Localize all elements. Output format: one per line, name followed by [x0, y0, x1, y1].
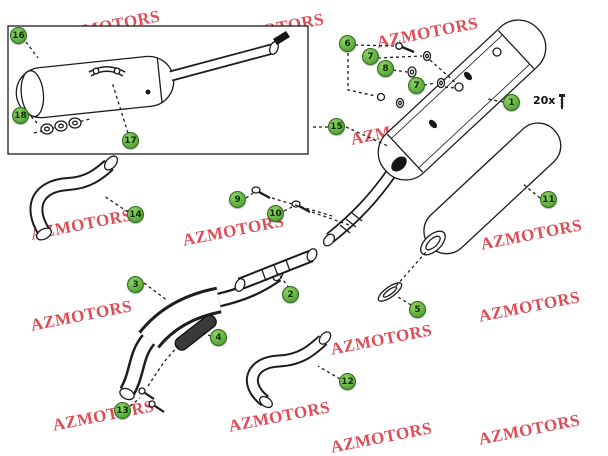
inset-muffler-assembly: [7, 25, 309, 155]
callout-15[interactable]: 15: [328, 118, 345, 135]
callout-13[interactable]: 13: [114, 402, 131, 419]
mount-bolts: [129, 345, 179, 413]
callout-9[interactable]: 9: [229, 191, 246, 208]
header-pipe: [29, 155, 129, 241]
callout-6[interactable]: 6: [339, 35, 356, 52]
quantity-note: 20x: [533, 94, 566, 110]
callout-11[interactable]: 11: [540, 191, 557, 208]
callout-18[interactable]: 18: [12, 107, 29, 124]
screw-icon: [559, 94, 566, 109]
callout-12[interactable]: 12: [339, 373, 356, 390]
quantity-label: 20x: [533, 94, 556, 107]
callout-2[interactable]: 2: [282, 286, 299, 303]
callout-8[interactable]: 8: [377, 60, 394, 77]
callout-3[interactable]: 3: [127, 276, 144, 293]
mid-pipe: [234, 248, 318, 292]
silencer-tube: [420, 122, 562, 256]
callout-17[interactable]: 17: [122, 132, 139, 149]
gasket: [377, 251, 427, 306]
rear-bend-pipe: [246, 331, 341, 409]
callout-7b[interactable]: 7: [408, 77, 425, 94]
screws: [245, 186, 353, 227]
callout-14[interactable]: 14: [127, 206, 144, 223]
callout-5[interactable]: 5: [409, 301, 426, 318]
callout-16[interactable]: 16: [10, 27, 27, 44]
silencer-assembly: [322, 19, 547, 247]
callout-1[interactable]: 1: [503, 94, 520, 111]
silencer-hardware: [347, 42, 457, 109]
callout-7a[interactable]: 7: [362, 48, 379, 65]
callout-10[interactable]: 10: [267, 205, 284, 222]
callout-4[interactable]: 4: [210, 329, 227, 346]
